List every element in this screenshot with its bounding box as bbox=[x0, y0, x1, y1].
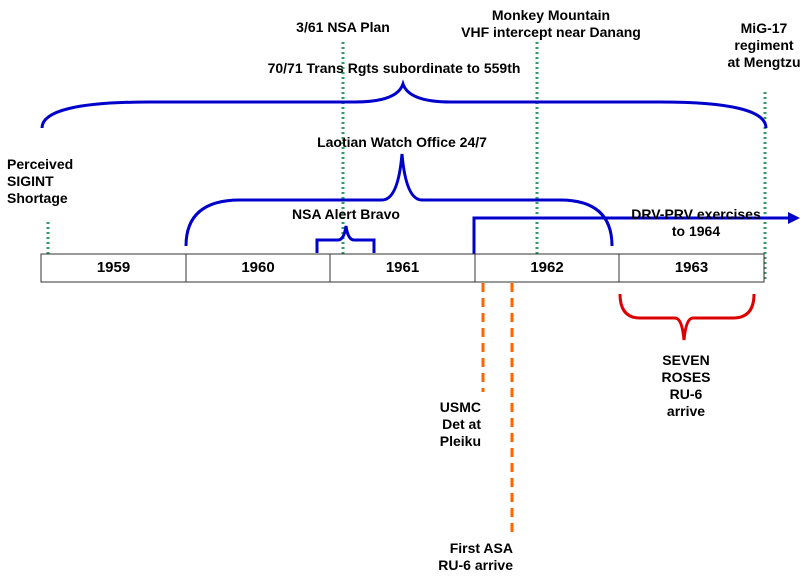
year-label-1963: 1963 bbox=[674, 259, 709, 276]
label-line: RU-6 bbox=[669, 386, 703, 402]
label-line: Monkey Mountain bbox=[491, 7, 611, 23]
timeline-bar bbox=[40, 253, 765, 283]
year-label-1962: 1962 bbox=[530, 259, 564, 276]
label-line: to 1964 bbox=[671, 223, 721, 239]
label-line: ROSES bbox=[661, 369, 711, 385]
label-first-asa: First ASA RU-6 arrive bbox=[438, 540, 513, 574]
label-line: at Mengtzu bbox=[727, 54, 801, 70]
label-line: Perceived bbox=[7, 156, 74, 172]
label-monkey-mountain: Monkey Mountain VHF intercept near Danan… bbox=[461, 7, 641, 41]
brace-trans-rgts bbox=[40, 79, 768, 129]
label-line: Pleiku bbox=[439, 433, 481, 449]
label-line: SIGINT bbox=[7, 173, 54, 189]
brace-seven-roses bbox=[618, 293, 756, 341]
brace-laotian-watch bbox=[184, 153, 614, 247]
year-label-1961: 1961 bbox=[385, 259, 420, 276]
label-line: VHF intercept near Danang bbox=[461, 24, 641, 40]
label-line: arrive bbox=[666, 403, 706, 419]
label-line: MiG-17 bbox=[740, 20, 788, 36]
label-line: RU-6 arrive bbox=[438, 557, 513, 573]
label-line: regiment bbox=[734, 37, 794, 53]
label-line: Det at bbox=[442, 416, 481, 432]
year-label-1960: 1960 bbox=[241, 259, 275, 276]
year-label-1959: 1959 bbox=[96, 259, 131, 276]
label-drv-prv: DRV-PRV exercises to 1964 bbox=[631, 206, 760, 240]
label-alert-bravo: NSA Alert Bravo bbox=[292, 206, 400, 222]
label-seven-roses: SEVEN ROSES RU-6 arrive bbox=[661, 352, 710, 420]
label-line: Shortage bbox=[7, 190, 68, 206]
label-laotian-watch: Laotian Watch Office 24/7 bbox=[317, 134, 487, 150]
label-nsa-plan: 3/61 NSA Plan bbox=[296, 19, 390, 35]
brace-alert-bravo bbox=[315, 225, 376, 253]
drv-prv-arrowhead bbox=[788, 212, 800, 224]
label-perceived-shortage: Perceived SIGINT Shortage bbox=[7, 156, 73, 207]
label-line: USMC bbox=[439, 399, 481, 415]
label-line: DRV-PRV exercises bbox=[631, 206, 761, 222]
drv-prv-arrow-line bbox=[472, 216, 789, 254]
label-line: First ASA bbox=[449, 540, 513, 556]
label-trans-rgts: 70/71 Trans Rgts subordinate to 559th bbox=[267, 60, 521, 76]
label-line: SEVEN bbox=[662, 352, 710, 368]
label-usmc-det: USMC Det at Pleiku bbox=[440, 399, 481, 450]
label-mig17: MiG-17 regiment at Mengtzu bbox=[727, 20, 800, 71]
